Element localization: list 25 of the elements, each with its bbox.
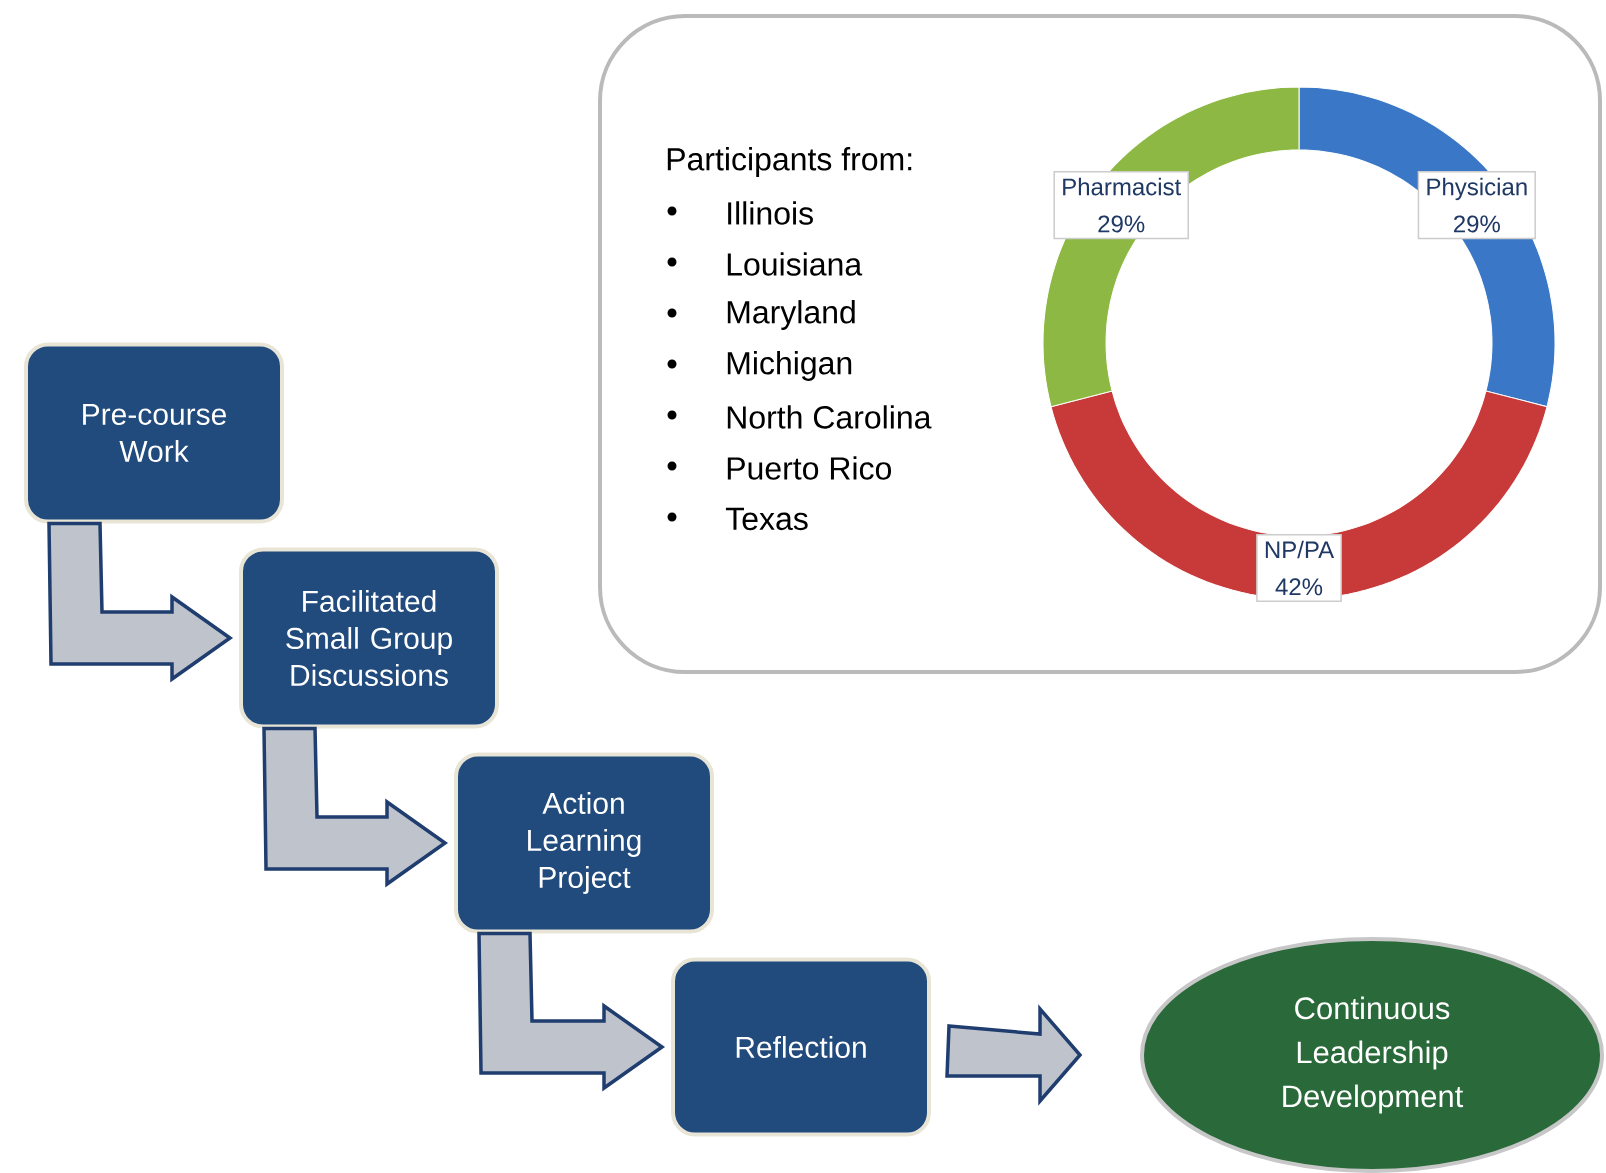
block-arrow	[262, 726, 449, 888]
slice-label: NP/PA	[1265, 540, 1335, 559]
block-arrow	[477, 931, 666, 1092]
slice-label: Physician	[1427, 177, 1527, 201]
list-item: Texas	[725, 507, 808, 531]
list-item: Illinois	[728, 201, 813, 225]
list-item: Michigan	[727, 351, 852, 381]
data-label: NP/PA 42%	[1256, 534, 1342, 602]
process-box: Pre-course Work	[24, 342, 284, 524]
slice-label: Pharmacist	[1063, 177, 1182, 196]
data-label: 42%	[1275, 578, 1323, 596]
data-label: 29%	[1098, 215, 1145, 233]
process-box: Action Learning Project	[454, 752, 714, 934]
list-item: Puerto Rico	[727, 456, 891, 480]
list-item: North Carolina	[727, 405, 932, 429]
process-box: Facilitated Small Group Discussions	[239, 547, 499, 729]
data-label: Pharmacist 29%	[1053, 171, 1189, 240]
list-heading: Participants from:	[667, 147, 912, 177]
process-box: Reflection	[671, 957, 931, 1137]
block-arrow	[945, 1004, 1083, 1106]
list-item: Louisiana	[727, 252, 863, 276]
data-label: Physician 29%	[1417, 171, 1536, 240]
list-item: Maryland	[727, 300, 855, 330]
data-label: 29%	[1454, 215, 1500, 233]
block-arrow	[47, 521, 234, 683]
